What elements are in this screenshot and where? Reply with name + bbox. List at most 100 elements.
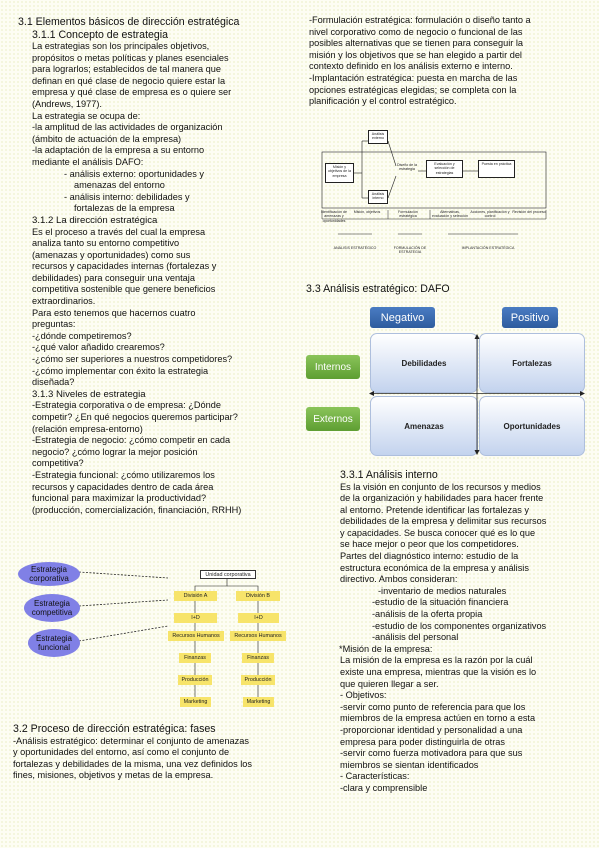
- text-line: empresa y qué clase de empresa es o quie…: [32, 87, 232, 98]
- label-externos: Externos: [306, 407, 360, 431]
- strategy-levels-diagram: Estrategia corporativa Estrategia compet…: [16, 556, 300, 711]
- text-line: y oportunidades del entorno, así como el…: [13, 747, 230, 758]
- phase-analisis: ANÁLISIS ESTRATÉGICO: [333, 246, 377, 250]
- text-line: (amenazas y oportunidades) como sus: [32, 249, 191, 260]
- text-line: -Análisis estratégico: determinar el con…: [13, 735, 249, 746]
- text-line: -clara y comprensible: [340, 782, 428, 793]
- box-division-b: División B: [236, 591, 280, 601]
- text-line: directivo. Ambos consideran:: [340, 574, 458, 585]
- section-3-3-1: 3.3.1 Análisis interno Es la visión en c…: [339, 469, 594, 795]
- tab-positivo: Positivo: [502, 307, 558, 328]
- box-puesta-practica: Puesta en práctica: [478, 160, 515, 178]
- text-line: La estrategias son los principales objet…: [32, 41, 210, 51]
- text-line: -Formulación estratégica: formulación o …: [309, 15, 531, 25]
- text-line: competir? ¿En qué negocios queremos part…: [32, 412, 238, 422]
- text-line: competitiva?: [32, 458, 84, 469]
- text-line: -la adaptación de la empresa a su entorn…: [32, 145, 205, 156]
- text-line: diseñada?: [32, 377, 75, 388]
- section-3-1-2-title: 3.1.2 La dirección estratégica: [32, 214, 158, 226]
- text-line: (ámbito de actuación de la empresa): [32, 133, 182, 144]
- label-formulacion: Formulación estratégica: [398, 210, 418, 219]
- box-b-id: I+D: [238, 613, 279, 623]
- box-a-marketing: Marketing: [180, 697, 211, 707]
- box-a-finanzas: Finanzas: [179, 653, 211, 663]
- formulacion-text: -Formulación estratégica: formulación o …: [309, 15, 593, 108]
- box-b-produccion: Producción: [241, 675, 275, 685]
- text-line: (Andrews, 1977).: [32, 98, 102, 109]
- niveles-text: -Estrategia corporativa o de empresa: ¿D…: [18, 400, 300, 516]
- text-line: -Estrategia corporativa o de empresa: ¿D…: [32, 400, 221, 411]
- ellipse-estrategia-competitiva: Estrategia competitiva: [24, 594, 80, 622]
- ellipse-estrategia-corporativa: Estrategia corporativa: [18, 562, 80, 586]
- cell-debilidades: Debilidades: [370, 333, 478, 393]
- text-line: mediante el análisis DAFO:: [32, 156, 144, 167]
- text-line: -servir como punto de referencia para qu…: [340, 701, 526, 712]
- text-line: -Implantación estratégica: puesta en mar…: [309, 72, 518, 83]
- text-line: Para esto tenemos que hacernos cuatro: [32, 307, 196, 318]
- text-line: fortalezas de la empresa: [74, 203, 175, 214]
- text-line: -¿qué valor añadido crearemos?: [32, 342, 165, 353]
- concepto-text: La estrategias son los principales objet…: [18, 41, 300, 169]
- box-b-finanzas: Finanzas: [242, 653, 274, 663]
- text-line: recursos y capacidades dentro de cada ár…: [32, 481, 214, 492]
- text-line: -Estrategia de negocio: ¿cómo competir e…: [32, 435, 231, 446]
- partes-list: -inventario de medios naturales -estudio…: [340, 586, 594, 644]
- box-analisis-interno: Análisis interno: [368, 190, 388, 204]
- section-3-3-1-title: 3.3.1 Análisis interno: [340, 469, 438, 481]
- text-line: -Estrategia funcional: ¿cómo utilizaremo…: [32, 469, 215, 480]
- box-a-rrhh: Recursos Humanos: [168, 631, 224, 641]
- list-item: -estudio de los componentes organizativo…: [372, 620, 547, 631]
- tab-negativo: Negativo: [370, 307, 435, 328]
- box-division-a: División A: [174, 591, 217, 601]
- section-3-1-3-title: 3.1.3 Niveles de estrategia: [32, 388, 146, 400]
- label-identificacion: Identificación de amenazas y oportunidad…: [321, 210, 347, 223]
- text-line: debilidades de la empresa y delimitar su…: [340, 516, 547, 527]
- section-3-2: 3.2 Proceso de dirección estratégica: fa…: [13, 723, 303, 782]
- text-line: estructura económica de la empresa y aná…: [340, 562, 529, 573]
- label-mision: Misión, objetivos: [353, 210, 381, 214]
- text-line: extraordinarios.: [32, 296, 96, 307]
- text-line: misión y los objetivos que se han elegid…: [309, 49, 522, 60]
- list-item: -estudio de la situación financiera: [372, 597, 509, 608]
- diagram-connectors: [78, 571, 259, 697]
- text-line: Es la visión en conjunto de los recursos…: [340, 481, 541, 492]
- text-line: -la amplitud de las actividades de organ…: [32, 122, 223, 133]
- left-column: 3.1 Elementos básicos de dirección estra…: [18, 16, 300, 516]
- text-line: propósitos o metas políticas y planes es…: [32, 52, 229, 63]
- box-mision-objetivos: Misión y objetivos de la empresa: [325, 163, 354, 183]
- phase-implantacion: IMPLANTACIÓN ESTRATÉGICA: [461, 246, 515, 250]
- text-line: - análisis interno: debilidades y: [64, 191, 190, 202]
- text-line: funcional para maximizar la productivida…: [32, 493, 207, 504]
- process-connectors: [321, 140, 547, 235]
- text-line: analiza tanto su entorno competitivo: [32, 238, 180, 249]
- cell-oportunidades: Oportunidades: [479, 396, 585, 456]
- section-3-3-title: 3.3 Análisis estratégico: DAFO: [306, 283, 450, 295]
- text-line: nivel corporativo como de negocio o func…: [309, 26, 523, 37]
- section-3-1-title: 3.1 Elementos básicos de dirección estra…: [18, 16, 240, 28]
- text-line: miembros se sientan identificados: [340, 759, 479, 770]
- cell-amenazas: Amenazas: [370, 396, 478, 456]
- text-line: de la organización y habilidades para ha…: [340, 493, 544, 504]
- text-line: La misión de la empresa es la razón por …: [340, 655, 533, 666]
- section-3-2-title: 3.2 Proceso de dirección estratégica: fa…: [13, 723, 216, 735]
- text-line: -servir como fuerza motivadora para que …: [340, 748, 523, 759]
- text-line: - Características:: [340, 771, 410, 782]
- box-b-rrhh: Recursos Humanos: [230, 631, 286, 641]
- text-line: amenazas del entorno: [74, 180, 165, 191]
- text-line: y capacidades. Se busca conocer qué es l…: [340, 527, 536, 538]
- text-line: planificación y el control estratégico.: [309, 96, 457, 107]
- text-line: se hace mejor o peor que los competidore…: [340, 539, 519, 550]
- text-line: recursos y capacidades internas (fortale…: [32, 261, 217, 272]
- label-alternativas: Alternativas, evaluación y selección: [432, 210, 468, 219]
- text-line: (relación empresa-entorno): [32, 423, 143, 434]
- cell-fortalezas: Fortalezas: [479, 333, 585, 393]
- text-line: posibles alternativas que se tienen para…: [309, 38, 523, 49]
- process-diagram: Misión y objetivos de la empresa Análisi…: [318, 126, 558, 260]
- text-line: - análisis externo: oportunidades y: [64, 168, 204, 179]
- label-revision: Revisión del proceso: [512, 210, 546, 214]
- label-internos: Internos: [306, 355, 360, 379]
- direccion-text: Es el proceso a través del cual la empre…: [18, 227, 300, 389]
- list-item: -inventario de medios naturales: [378, 585, 507, 596]
- box-a-id: I+D: [174, 613, 217, 623]
- text-line: - Objetivos:: [340, 690, 387, 701]
